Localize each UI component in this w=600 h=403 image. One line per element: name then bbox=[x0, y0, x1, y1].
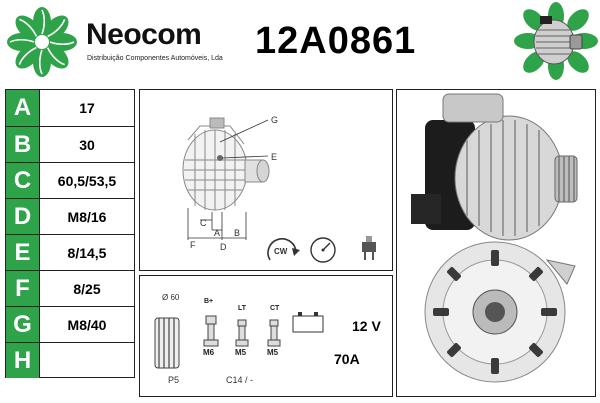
spec-value: 60,5/53,5 bbox=[57, 172, 117, 189]
terminal-label: B+ bbox=[204, 298, 214, 305]
spec-row-g: G M8/40 bbox=[6, 306, 134, 342]
spec-value: 17 bbox=[79, 100, 95, 116]
electrical-specs-panel: Ø 60 B+ LT CT M6 M5 M5 12 V 70A P5 C14 /… bbox=[139, 275, 393, 397]
amperage: 70A bbox=[334, 351, 360, 367]
pulley-code: P5 bbox=[168, 375, 180, 385]
bolt-icon bbox=[203, 315, 281, 347]
specs-drawing bbox=[154, 312, 324, 369]
diagram-label-g: G bbox=[271, 115, 278, 125]
spec-letter: E bbox=[6, 235, 40, 270]
spec-value: 8/25 bbox=[73, 280, 101, 297]
gauge-icon bbox=[310, 237, 336, 263]
spec-row-b: B 30 bbox=[6, 126, 134, 162]
terminal-thread: M5 bbox=[235, 348, 247, 357]
diagram-label-c: C bbox=[200, 218, 207, 228]
diagram-label-f: F bbox=[190, 240, 196, 250]
terminal-thread: M5 bbox=[267, 348, 279, 357]
spec-row-d: D M8/16 bbox=[6, 198, 134, 234]
alternator-side-photo bbox=[411, 93, 578, 241]
spec-row-h: H bbox=[6, 342, 134, 378]
diagram-label-d: D bbox=[220, 242, 227, 252]
alternator-thumbnail-icon bbox=[514, 2, 598, 80]
spec-value bbox=[40, 343, 134, 378]
terminal-label: CT bbox=[270, 305, 280, 312]
spec-table: A 17 B 30 C 60,5/53,5 D M8/16 E 8/14,5 F… bbox=[5, 89, 135, 378]
spec-letter: A bbox=[6, 90, 40, 126]
spec-row-e: E 8/14,5 bbox=[6, 234, 134, 270]
svg-text:CW: CW bbox=[274, 247, 288, 256]
spec-letter: G bbox=[6, 307, 40, 342]
spec-letter: F bbox=[6, 271, 40, 306]
spec-value: 8/14,5 bbox=[67, 244, 107, 261]
terminal-thread: M6 bbox=[203, 348, 215, 357]
spec-letter: H bbox=[6, 343, 40, 378]
alternator-line-drawing: G E C A B F D CW bbox=[182, 115, 376, 263]
spec-letter: C bbox=[6, 163, 40, 198]
spec-value: 30 bbox=[79, 136, 95, 153]
rotation-cw-icon: CW bbox=[267, 238, 300, 261]
diagram-label-e: E bbox=[271, 152, 277, 162]
plug-icon bbox=[362, 236, 376, 260]
pulley-diameter: Ø 60 bbox=[162, 293, 180, 302]
neocom-logo-icon bbox=[7, 7, 77, 77]
terminal-label: LT bbox=[238, 305, 247, 312]
battery-icon bbox=[292, 312, 324, 333]
spec-letter: B bbox=[6, 127, 40, 162]
product-photo-panel bbox=[396, 89, 596, 397]
alternator-front-photo bbox=[424, 241, 576, 383]
brand-name: Neocom bbox=[86, 18, 202, 51]
spec-value: M8/40 bbox=[67, 316, 107, 333]
connector-code: C14 / - bbox=[226, 375, 254, 385]
spec-value: M8/16 bbox=[67, 208, 107, 225]
brand-subtitle: Distribuição Componentes Automóveis, Lda bbox=[87, 55, 223, 62]
pulley-icon bbox=[154, 317, 180, 369]
diagram-label-b: B bbox=[234, 228, 240, 238]
part-number: 12A0861 bbox=[255, 20, 417, 62]
dimension-diagram-panel: G E C A B F D CW bbox=[139, 89, 393, 271]
voltage: 12 V bbox=[352, 318, 381, 334]
spec-letter: D bbox=[6, 199, 40, 234]
spec-row-f: F 8/25 bbox=[6, 270, 134, 306]
spec-row-a: A 17 bbox=[6, 90, 134, 126]
spec-row-c: C 60,5/53,5 bbox=[6, 162, 134, 198]
diagram-label-a: A bbox=[214, 228, 220, 238]
alternator-photos bbox=[411, 93, 578, 383]
